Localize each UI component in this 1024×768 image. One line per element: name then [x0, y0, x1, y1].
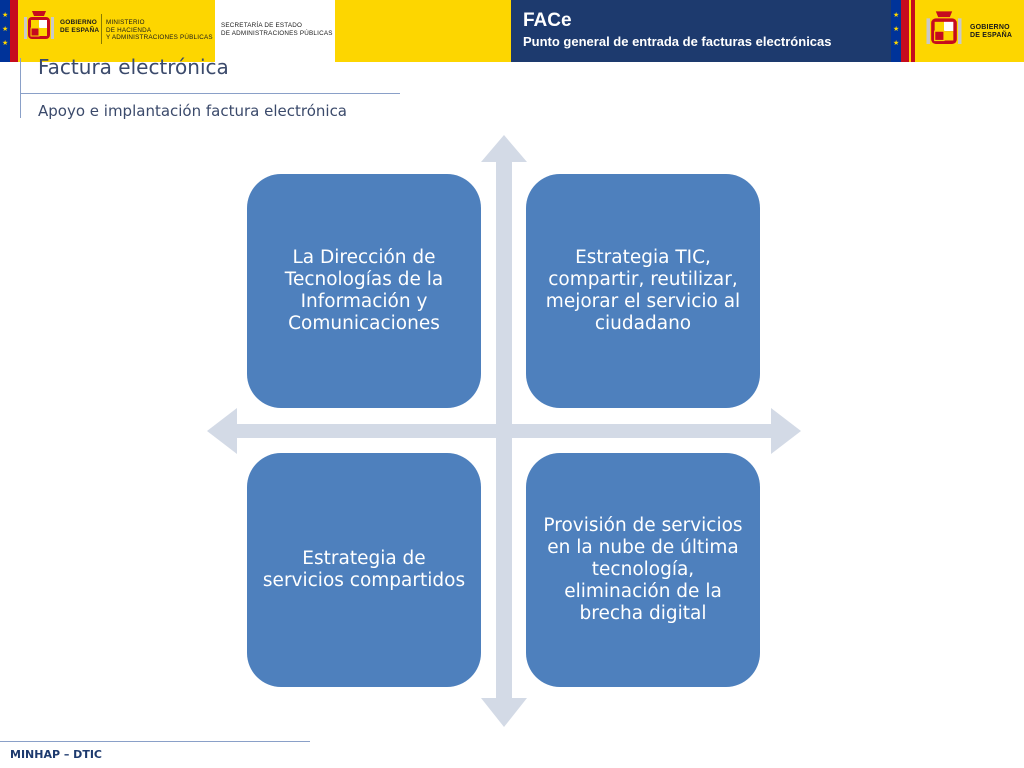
coat-of-arms-icon — [926, 11, 962, 44]
title-vertical-rule — [20, 58, 21, 118]
title-horizontal-rule — [20, 93, 400, 94]
eu-flag-strip-left — [0, 0, 10, 62]
eu-star-icon: ★ — [893, 11, 900, 19]
spain-flag-strip-right-2 — [911, 0, 915, 62]
quadrant-box-top-right: Estrategia TIC, compartir, reutilizar, m… — [526, 174, 760, 408]
eu-star-icon: ★ — [893, 25, 900, 33]
header-banner: ★ ★ ★ GOBIERNO DE ESPAÑA MINISTERIO DE H… — [0, 0, 1024, 62]
page-subtitle: Apoyo e implantación factura electrónica — [38, 102, 348, 120]
header-face-panel — [511, 0, 891, 62]
quadrant-box-text: La Dirección de Tecnologías de la Inform… — [284, 247, 444, 334]
header-secretaria-panel — [215, 0, 335, 62]
arrow-down-icon — [481, 698, 527, 727]
footer-rule — [0, 741, 310, 742]
spain-flag-strip-right — [901, 0, 909, 62]
quadrant-box-text: Provisión de servicios en la nube de últ… — [543, 515, 743, 624]
coat-of-arms-icon — [24, 11, 54, 39]
spain-flag-strip-left — [10, 0, 18, 62]
arrow-right-icon — [771, 408, 801, 454]
quadrant-box-bottom-left: Estrategia de servicios compartidos — [247, 453, 481, 687]
quadrant-box-text: Estrategia de servicios compartidos — [262, 548, 466, 591]
face-subtitle: Punto general de entrada de facturas ele… — [523, 34, 832, 49]
footer-label: MINHAP – DTIC — [10, 748, 102, 761]
eu-star-icon: ★ — [893, 39, 900, 47]
ministerio-label: MINISTERIO DE HACIENDA Y ADMINISTRACIONE… — [106, 19, 213, 41]
gobierno-label-right: GOBIERNO DE ESPAÑA — [970, 24, 1013, 39]
quadrant-box-bottom-right: Provisión de servicios en la nube de últ… — [526, 453, 760, 687]
eu-flag-strip-right — [891, 0, 901, 62]
secretaria-label: SECRETARÍA DE ESTADO DE ADMINISTRACIONES… — [221, 22, 333, 37]
eu-star-icon: ★ — [2, 39, 9, 47]
eu-star-icon: ★ — [2, 11, 9, 19]
horizontal-axis-shaft — [236, 424, 772, 438]
face-title: FACe — [523, 10, 572, 31]
arrow-left-icon — [207, 408, 237, 454]
quadrant-box-top-left: La Dirección de Tecnologías de la Inform… — [247, 174, 481, 408]
arrow-up-icon — [481, 135, 527, 162]
header-divider — [101, 14, 102, 44]
page-title: Factura electrónica — [38, 55, 229, 79]
quadrant-box-text: Estrategia TIC, compartir, reutilizar, m… — [545, 247, 741, 334]
gobierno-label: GOBIERNO DE ESPAÑA — [60, 19, 100, 34]
eu-star-icon: ★ — [2, 25, 9, 33]
